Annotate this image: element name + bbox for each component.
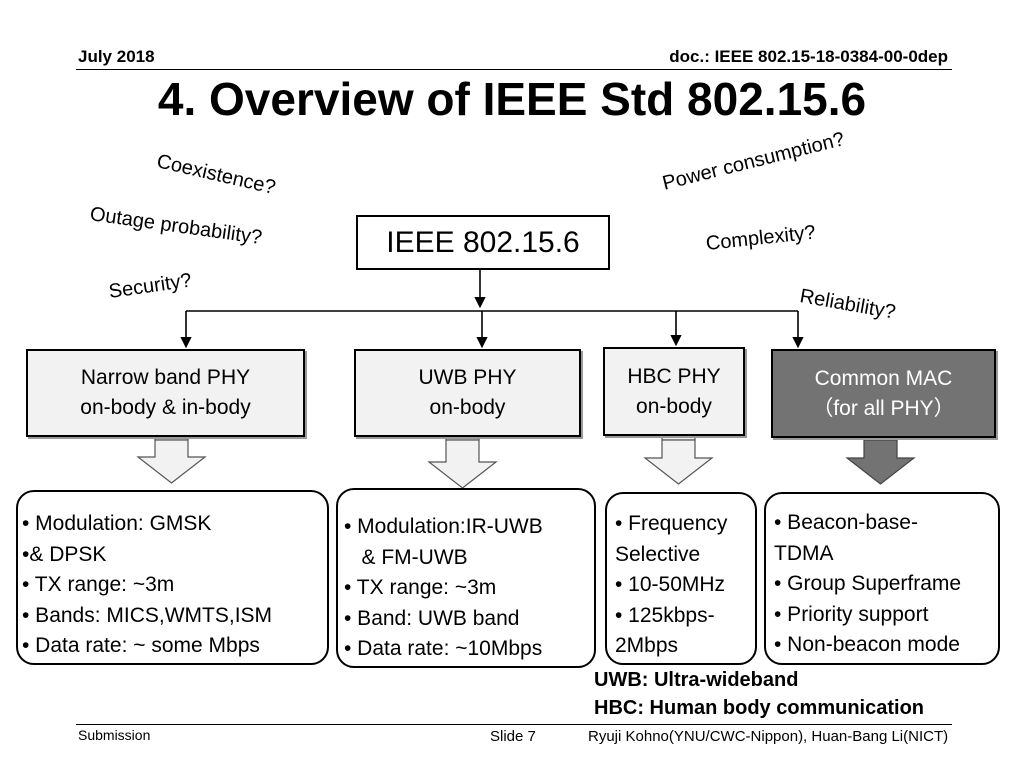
phy-box-uwb: UWB PHY on-body [354, 349, 581, 437]
phy-narrowband-line2: on-body & in-body [80, 396, 251, 419]
features-narrowband: • Modulation: GMSK •& DPSK • TX range: ~… [16, 490, 329, 665]
feature-item: • Non-beacon mode [774, 633, 960, 656]
footer-authors: Ryuji Kohno(YNU/CWC-Nippon), Huan-Bang L… [588, 728, 949, 745]
phy-hbc-line2: on-body [636, 394, 712, 418]
phy-hbc-line1: HBC PHY [627, 364, 721, 388]
feature-item: • Priority support [774, 602, 929, 626]
feature-item: • Beacon-base- [774, 511, 918, 534]
root-label: IEEE 802.15.6 [386, 225, 580, 259]
feature-item: • Frequency [615, 512, 728, 535]
abbrev-uwb: UWB: Ultra-wideband [594, 669, 799, 691]
features-uwb: • Modulation:IR-UWB & FM-UWB • TX range:… [336, 488, 596, 668]
feature-item: • TX range: ~3m [344, 576, 497, 599]
footer-divider [76, 724, 952, 725]
header-doc-id: doc.: IEEE 802.15-18-0384-00-0dep [669, 47, 948, 66]
block-arrow-narrowband [136, 435, 207, 484]
header-divider [76, 69, 952, 70]
feature-item: • 10-50MHz [615, 573, 726, 596]
block-arrow-hbc [643, 435, 714, 485]
feature-item: & FM-UWB [344, 545, 468, 569]
block-arrow-mac [845, 435, 916, 485]
mac-line1: Common MAC [814, 366, 953, 390]
features-hbc: • Frequency Selective • 10-50MHz • 125kb… [605, 492, 757, 665]
feature-item: • Modulation:IR-UWB [344, 515, 543, 538]
phy-box-narrowband: Narrow band PHY on-body & in-body [26, 349, 305, 437]
abbreviations: UWB: Ultra-wideband HBC: Human body comm… [594, 666, 924, 722]
feature-item: • Data rate: ~10Mbps [344, 637, 543, 660]
feature-item: • Data rate: ~ some Mbps [22, 634, 260, 657]
feature-item: • TX range: ~3m [22, 573, 175, 596]
mac-box: Common MAC （for all PHY） [771, 349, 996, 438]
footer-slide-number: Slide 7 [490, 728, 536, 745]
feature-item: •& DPSK [22, 542, 107, 566]
feature-item: TDMA [774, 541, 834, 565]
phy-uwb-line2: on-body [429, 396, 506, 419]
footer-submission: Submission [78, 727, 151, 743]
abbrev-hbc: HBC: Human body communication [594, 697, 925, 719]
feature-item: • 125kbps- [615, 603, 715, 627]
feature-item: • Modulation: GMSK [22, 512, 212, 535]
phy-narrowband-line1: Narrow band PHY [80, 366, 251, 389]
root-box: IEEE 802.15.6 [356, 215, 610, 270]
slide-title: 4. Overview of IEEE Std 802.15.6 [157, 73, 867, 125]
features-mac: • Beacon-base- TDMA • Group Superframe •… [764, 492, 1000, 665]
feature-item: • Bands: MICS,WMTS,ISM [22, 603, 273, 627]
feature-item: • Band: UWB band [344, 606, 520, 630]
header-date: July 2018 [78, 47, 155, 66]
feature-item: Selective [615, 542, 701, 566]
feature-item: 2Mbps [615, 634, 679, 657]
phy-box-hbc: HBC PHY on-body [603, 347, 745, 436]
block-arrow-uwb [427, 435, 498, 489]
phy-uwb-line1: UWB PHY [418, 366, 517, 389]
feature-item: • Group Superframe [774, 572, 962, 595]
mac-line2: （for all PHY） [812, 396, 955, 420]
